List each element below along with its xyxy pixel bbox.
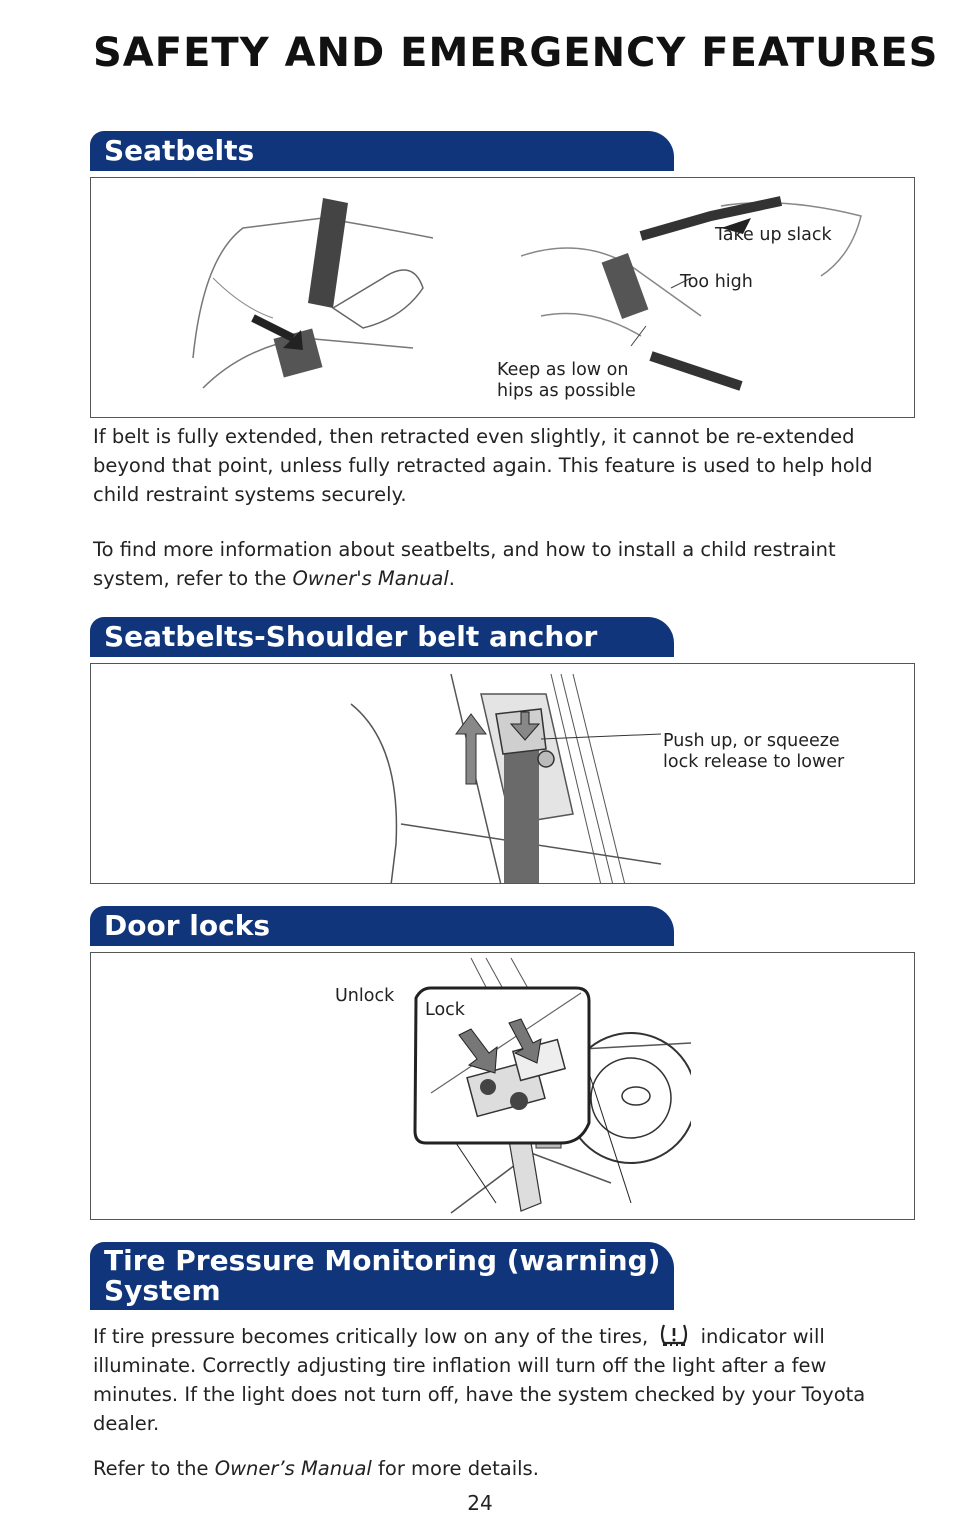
tpms-paragraph-2: Refer to the Owner’s Manual for more det… (93, 1454, 913, 1483)
tpms-p2-prefix: Refer to the (93, 1457, 215, 1480)
push-up-label: Push up, or squeeze lock release to lowe… (663, 731, 845, 772)
seatbelts-heading: Seatbelts (90, 131, 674, 171)
tpms-p2-suffix: for more details. (371, 1457, 539, 1480)
tpms-heading: Tire Pressure Monitoring (warning) Syste… (90, 1242, 674, 1310)
seatbelts-p2-text: To find more information about seatbelts… (93, 538, 836, 590)
shoulder-anchor-heading: Seatbelts-Shoulder belt anchor (90, 617, 674, 657)
tpms-p1-suffix: indicator will illuminate. Correctly adj… (93, 1325, 866, 1435)
unlock-label: Unlock (335, 986, 395, 1006)
seatbelts-paragraph-1: If belt is fully extended, then retracte… (93, 425, 873, 506)
tpms-heading-line-2: System (104, 1274, 221, 1307)
shoulder-anchor-illustration-panel: Push up, or squeeze lock release to lowe… (90, 663, 915, 884)
door-locks-illustration (413, 957, 691, 1214)
page-title: SAFETY AND EMERGENCY FEATURES (93, 30, 939, 76)
door-locks-illustration-panel: Unlock Lock (90, 952, 915, 1220)
tpms-heading-line-1: Tire Pressure Monitoring (warning) (104, 1244, 661, 1277)
seatbelt-buckle-illustration (192, 198, 434, 389)
shoulder-anchor-illustration (350, 673, 662, 883)
page-number: 24 (467, 1491, 493, 1515)
owners-manual-reference-2: Owner’s Manual (214, 1457, 372, 1480)
take-up-slack-label: Take up slack (715, 225, 832, 245)
door-locks-heading: Door locks (90, 906, 674, 946)
keep-low-label: Keep as low on hips as possible (497, 360, 636, 401)
seatbelts-illustration-panel: Take up slack Too high Keep as low on hi… (90, 177, 915, 418)
tire-pressure-warning-icon (658, 1323, 690, 1349)
seatbelt-lap-illustration (521, 196, 862, 391)
too-high-label: Too high (680, 272, 753, 292)
lock-label: Lock (425, 1000, 465, 1020)
tpms-p1-prefix: If tire pressure becomes critically low … (93, 1325, 649, 1348)
seatbelts-paragraph-2: To find more information about seatbelts… (93, 535, 913, 593)
seatbelts-p2-suffix: . (448, 567, 455, 590)
owners-manual-reference: Owner's Manual (292, 567, 449, 590)
tpms-paragraph-1: If tire pressure becomes critically low … (93, 1322, 913, 1438)
